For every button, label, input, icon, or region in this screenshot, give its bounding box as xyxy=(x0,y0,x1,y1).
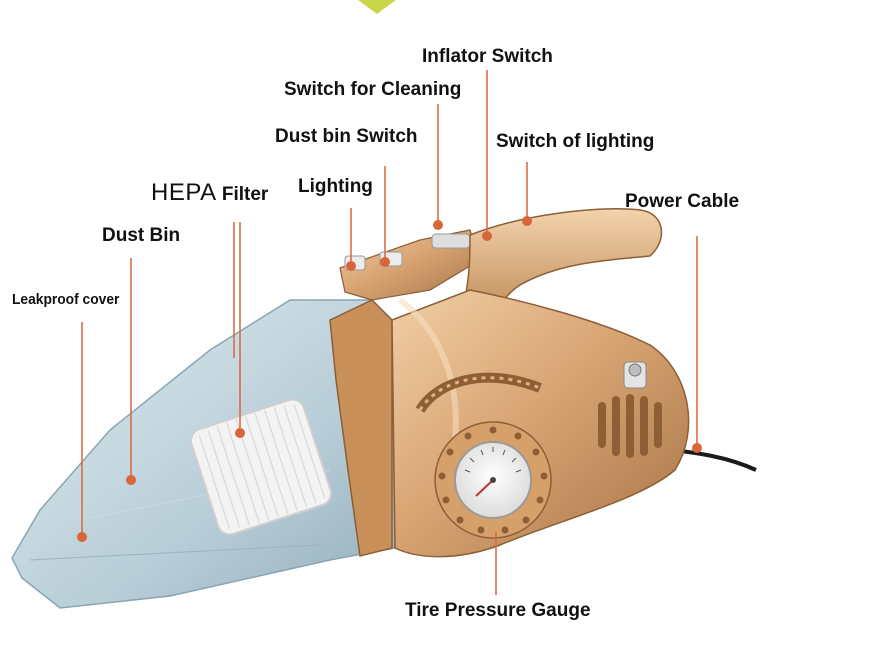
accent-triangle xyxy=(358,0,396,14)
label-leakproof-cover: Leakproof cover xyxy=(12,291,120,308)
pressure-gauge xyxy=(434,421,552,539)
label-tire-pressure-gauge: Tire Pressure Gauge xyxy=(405,600,591,621)
gold-band xyxy=(329,299,393,557)
label-hepa-prefix: HEPA xyxy=(151,179,217,206)
label-inflator-switch: Inflator Switch xyxy=(422,46,553,67)
leader-lines xyxy=(81,70,698,595)
label-dust-bin-switch: Dust bin Switch xyxy=(275,126,418,147)
label-dust-bin: Dust Bin xyxy=(102,225,181,246)
label-switch-of-lighting: Switch of lighting xyxy=(496,131,655,152)
leader-dots xyxy=(77,216,702,542)
label-hepa-filter: HEPA Filter xyxy=(151,179,269,206)
label-hepa-suffix: Filter xyxy=(221,184,269,205)
label-switch-for-cleaning: Switch for Cleaning xyxy=(284,79,462,100)
hepa-filter xyxy=(190,398,332,536)
inflator-nozzle xyxy=(623,361,647,389)
label-lighting: Lighting xyxy=(298,176,373,197)
side-grill xyxy=(598,394,662,458)
label-power-cable: Power Cable xyxy=(625,191,740,212)
